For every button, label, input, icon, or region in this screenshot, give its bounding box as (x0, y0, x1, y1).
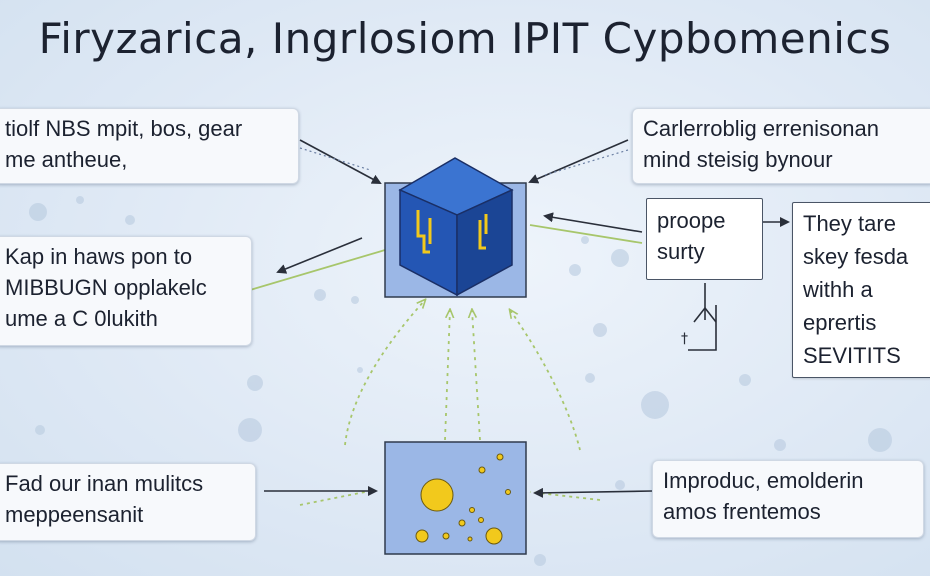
box-line: withh a (803, 277, 873, 302)
box-line: skey fesda (803, 244, 909, 269)
box-line: proope (657, 208, 726, 233)
box-line: tiolf NBS mpit, bos, gear (5, 116, 243, 141)
cube-panel (384, 157, 527, 298)
box-line: surty (657, 239, 705, 264)
cube-side-face (456, 188, 513, 297)
small-glyph: † (681, 331, 688, 347)
text-box-top-left: tiolf NBS mpit, bos, gear me antheue, (0, 108, 299, 184)
dots-panel (384, 441, 527, 555)
green-connectors (249, 224, 643, 506)
box-line: SEVITITS (803, 343, 901, 368)
page-title: Firyzarica, Ingrlosiom IPIT Cypbomenics (38, 14, 892, 63)
box-line: They tare (803, 211, 896, 236)
box-line: Carlerroblig errenisonan (643, 116, 880, 141)
text-box-right-tall: They tare skey fesda withh a eprertis SE… (792, 202, 930, 378)
text-box-bottom-left: Fad our inan mulitcs meppeensanit (0, 463, 256, 541)
circuit-glyph-left (416, 210, 432, 254)
box-line: MIBBUGN opplakelc (5, 275, 207, 300)
box-line: me antheue, (5, 147, 128, 172)
box-line: mind steisig bynour (643, 147, 833, 172)
box-line: Improduc, emolderin (663, 468, 864, 493)
box-line: meppeensanit (5, 502, 144, 527)
box-line: Kap in haws pon to (5, 244, 193, 269)
text-box-mid-left: Kap in haws pon to MIBBUGN opplakelc ume… (0, 236, 252, 346)
text-box-bottom-right: Improduc, emolderin amos frentemos (652, 460, 924, 538)
background-dots (29, 196, 892, 566)
text-box-top-right: Carlerroblig errenisonan mind steisig by… (632, 108, 930, 184)
box-line: Fad our inan mulitcs (5, 471, 204, 496)
box-line: amos frentemos (663, 499, 821, 524)
arrows (264, 139, 790, 498)
text-box-proope: proope surty (646, 198, 763, 280)
circuit-glyph-right (478, 214, 488, 250)
box-line: ume a C 0lukith (5, 306, 158, 331)
box-line: eprertis (803, 310, 877, 335)
